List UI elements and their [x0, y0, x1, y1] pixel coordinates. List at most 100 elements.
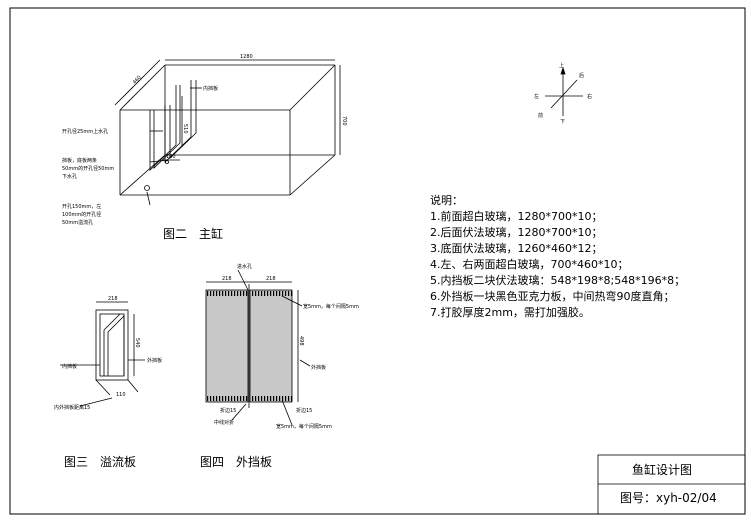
- main-dim-height: 700: [341, 116, 347, 126]
- main-label-lower-hole-3: 下水孔: [62, 173, 77, 180]
- slot-top: [270, 291, 272, 296]
- main-dim-overflow-height: 510: [182, 124, 188, 134]
- slot-top: [225, 291, 227, 296]
- slot-top: [252, 291, 254, 296]
- outer-panel-slots-bottom: [207, 396, 293, 401]
- main-tank-figure: [114, 59, 341, 206]
- slot-top: [222, 291, 224, 296]
- outer-dim-right: 218: [266, 276, 276, 282]
- slot-top: [285, 291, 287, 296]
- slot-top: [234, 291, 236, 296]
- sheet-border: [9, 7, 746, 515]
- outer-label-slot-top: 宽5mm，每个间隔5mm: [303, 303, 359, 310]
- slot-top: [258, 291, 260, 296]
- slot-bottom: [207, 396, 209, 401]
- outer-label-outer: 外挡板: [311, 364, 326, 371]
- slot-bottom: [237, 396, 239, 401]
- slot-bottom: [219, 396, 221, 401]
- outer-label-right-note: 折边15: [296, 407, 312, 414]
- slot-bottom: [288, 396, 290, 401]
- slot-bottom: [210, 396, 212, 401]
- main-label-bottom-hole-3: 50mm溢流孔: [62, 219, 93, 226]
- main-label-lower-hole-1: 挡板，底板两条: [62, 157, 97, 164]
- outer-label-top-holes: 进水孔: [237, 263, 252, 270]
- outer-dim-left: 218: [222, 276, 232, 282]
- outer-label-center-bend: 中线对折: [214, 419, 234, 426]
- slot-bottom: [216, 396, 218, 401]
- slot-top: [228, 291, 230, 296]
- compass-north: 上: [559, 62, 564, 69]
- slot-bottom: [258, 396, 260, 401]
- slot-top: [243, 291, 245, 296]
- overflow-label-bottom: 内外挡板距离15: [54, 404, 90, 411]
- slot-bottom: [267, 396, 269, 401]
- slot-top: [216, 291, 218, 296]
- notes-item-6: 6.外挡板一块黑色亚克力板，中间热弯90度直角；: [430, 289, 675, 303]
- slot-bottom: [270, 396, 272, 401]
- slot-bottom: [264, 396, 266, 401]
- slot-top: [267, 291, 269, 296]
- slot-top: [282, 291, 284, 296]
- outer-label-left-note: 折边15: [220, 407, 236, 414]
- notes-item-4: 4.左、右两面超白玻璃，700*460*10；: [430, 257, 628, 271]
- slot-bottom: [243, 396, 245, 401]
- overflow-label-outer: 外挡板: [147, 357, 162, 364]
- main-tank-caption: 图二 主缸: [163, 226, 223, 241]
- notes-item-3: 3.底面伏法玻璃，1260*460*12；: [430, 241, 602, 255]
- outer-dim-height: 498: [298, 336, 304, 346]
- main-label-inner-baffle: 内挡板: [203, 85, 218, 92]
- slot-top: [207, 291, 209, 296]
- slot-top: [240, 291, 242, 296]
- main-label-upper-hole: 开孔径25mm上水孔: [62, 128, 108, 135]
- slot-bottom: [213, 396, 215, 401]
- slot-bottom: [255, 396, 257, 401]
- compass-rose: [545, 66, 583, 116]
- compass-front: 前: [538, 112, 543, 119]
- compass-west: 左: [534, 93, 539, 100]
- slot-bottom: [231, 396, 233, 401]
- slot-bottom: [273, 396, 275, 401]
- slot-top: [237, 291, 239, 296]
- main-dim-length: 1280: [240, 54, 253, 60]
- slot-bottom: [252, 396, 254, 401]
- slot-bottom: [276, 396, 278, 401]
- compass-back: 后: [579, 72, 584, 79]
- slot-bottom: [279, 396, 281, 401]
- slot-top: [255, 291, 257, 296]
- slot-top: [210, 291, 212, 296]
- slot-top: [279, 291, 281, 296]
- outer-panel-caption: 图四 外挡板: [200, 455, 272, 469]
- notes-title: 说明：: [430, 193, 463, 207]
- slot-top: [246, 291, 248, 296]
- compass-east: 右: [587, 93, 592, 100]
- slot-bottom: [228, 396, 230, 401]
- main-dim-gap: 100: [166, 154, 176, 160]
- main-dim-depth: 460: [132, 75, 143, 86]
- slot-bottom: [234, 396, 236, 401]
- slot-top: [276, 291, 278, 296]
- title-block-title: 鱼缸设计图: [632, 462, 692, 477]
- overflow-label-inner: 内挡板: [62, 363, 77, 370]
- slot-bottom: [222, 396, 224, 401]
- overflow-dim-height: 540: [134, 338, 140, 348]
- slot-top: [273, 291, 275, 296]
- slot-top: [264, 291, 266, 296]
- main-label-bottom-hole-2: 100mm的开孔径: [62, 211, 101, 218]
- compass-south: 下: [560, 119, 565, 125]
- overflow-dim-width: 218: [108, 296, 118, 302]
- notes-item-5: 5.内挡板二块伏法玻璃：548*198*8;548*196*8；: [430, 273, 685, 287]
- slot-bottom: [282, 396, 284, 401]
- slot-bottom: [240, 396, 242, 401]
- slot-bottom: [225, 396, 227, 401]
- overflow-dim-bottom: 110: [116, 392, 126, 398]
- slot-top: [219, 291, 221, 296]
- notes-item-1: 1.前面超白玻璃，1280*700*10；: [430, 209, 602, 223]
- outer-panel-slots-top: [207, 291, 293, 296]
- slot-bottom: [285, 396, 287, 401]
- slot-bottom: [291, 396, 293, 401]
- slot-top: [231, 291, 233, 296]
- main-label-bottom-hole-1: 开孔150mm，左: [62, 203, 101, 210]
- slot-top: [291, 291, 293, 296]
- slot-top: [288, 291, 290, 296]
